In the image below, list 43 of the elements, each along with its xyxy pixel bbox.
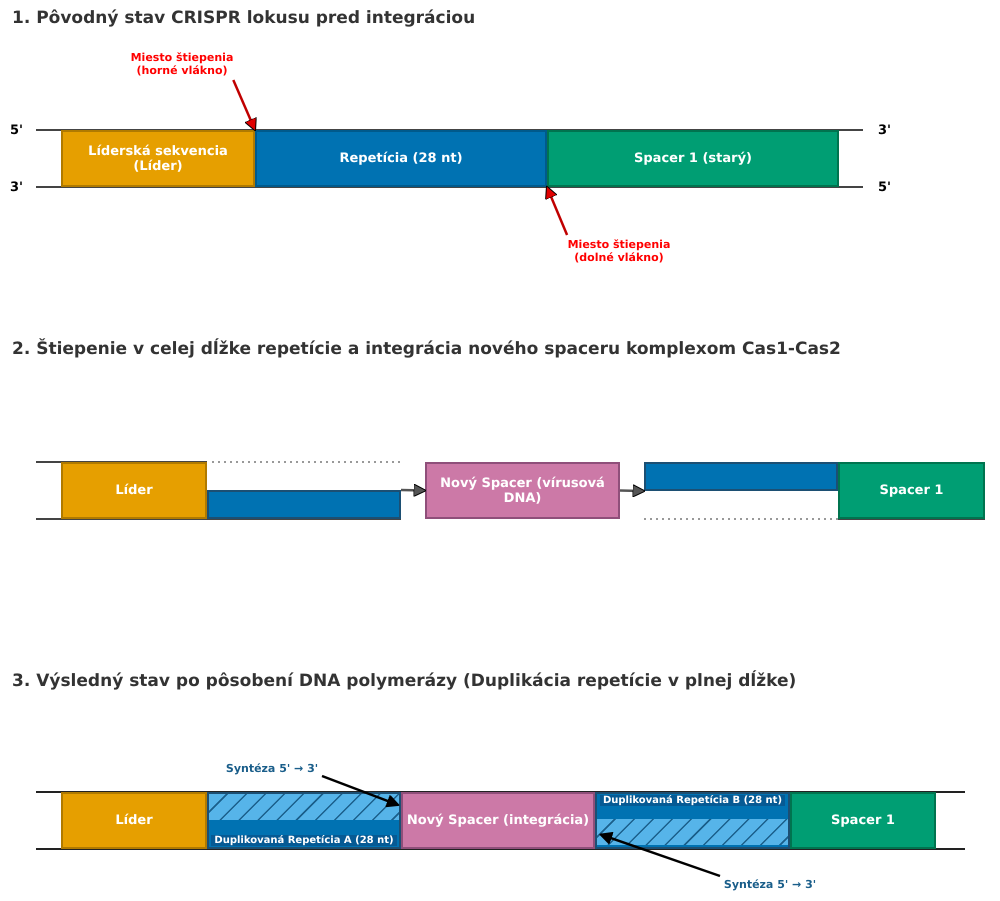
repeat-half-bar xyxy=(207,490,401,519)
block-label: Spacer 1 xyxy=(831,813,895,828)
block-label: Spacer 1 (starý) xyxy=(634,151,752,166)
leader-sequence-block xyxy=(61,130,255,187)
strand-end-label: 5' xyxy=(10,123,24,138)
section-heading: 1. Pôvodný stav CRISPR lokusu pred integráciou xyxy=(12,8,476,28)
block-label: Líder xyxy=(115,813,153,828)
arrow xyxy=(620,484,646,498)
arrow xyxy=(400,484,427,498)
block-label: Nový Spacer (vírusová DNA) xyxy=(439,476,606,506)
hatched-new-strand xyxy=(209,794,399,820)
arrow xyxy=(232,80,257,132)
new-spacer-block xyxy=(425,462,620,519)
leader-block xyxy=(61,792,207,849)
block-label: Líder xyxy=(115,483,153,498)
arrow xyxy=(545,185,568,236)
strand-end-label: 5' xyxy=(878,180,892,195)
block-label: Spacer 1 xyxy=(880,483,944,498)
strand-end-label: 3' xyxy=(10,180,24,195)
callout-text: Syntéza 5' → 3' xyxy=(724,878,816,890)
block-label: Repetícia (28 nt) xyxy=(339,151,463,166)
new-spacer-block xyxy=(401,792,595,849)
section-heading: 2. Štiepenie v celej dĺžke repetície a integrácia nového spaceru komplexom Cas1-Cas2 xyxy=(12,339,841,359)
leader-block xyxy=(61,462,207,519)
duplicated-repeat-block xyxy=(207,792,401,849)
spacer-block xyxy=(838,462,985,519)
repeat-block xyxy=(255,130,547,187)
block-label: Duplikovaná Repetícia B (28 nt) xyxy=(600,795,786,806)
callout-text: Miesto štiepenia (dolné vlákno) xyxy=(566,238,672,264)
callout-text: Miesto štiepenia (horné vlákno) xyxy=(130,51,234,77)
spacer-block xyxy=(547,130,839,187)
strand-end-label: 3' xyxy=(878,123,892,138)
arrow xyxy=(322,774,400,808)
repeat-half-bar xyxy=(644,462,838,491)
block-label: Duplikovaná Repetícia A (28 nt) xyxy=(211,835,397,846)
callout-text: Syntéza 5' → 3' xyxy=(226,762,318,774)
arrow xyxy=(599,832,720,878)
spacer-block xyxy=(790,792,936,849)
duplicated-repeat-block xyxy=(595,792,790,849)
hatched-new-strand xyxy=(597,819,788,845)
block-label: Nový Spacer (integrácia) xyxy=(406,813,590,828)
section-heading: 3. Výsledný stav po pôsobení DNA polymerázy (Duplikácia repetície v plnej dĺžke) xyxy=(12,671,796,691)
block-label: Líderská sekvencia (Líder) xyxy=(87,144,229,174)
